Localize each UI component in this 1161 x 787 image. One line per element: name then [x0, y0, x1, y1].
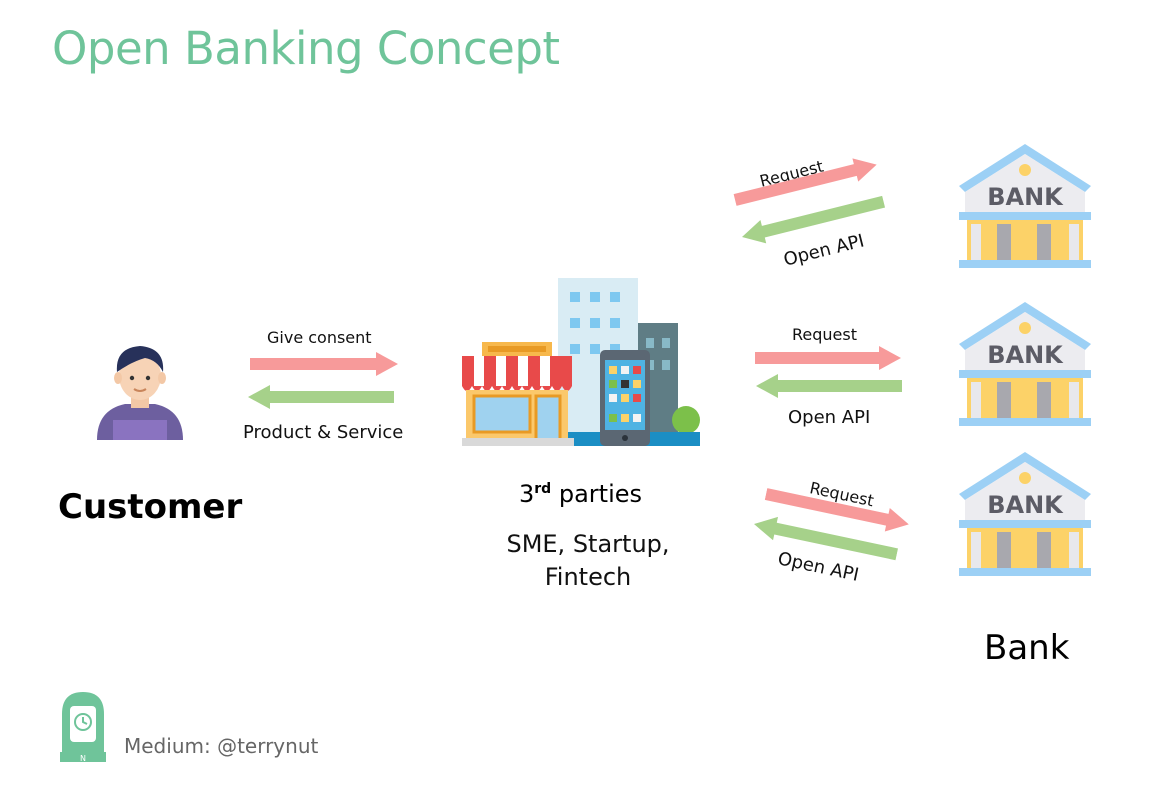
third-party-icon [460, 278, 702, 448]
bank-icon: BANK [957, 142, 1093, 276]
bank-icon: BANK [957, 450, 1093, 584]
page-title: Open Banking Concept [52, 22, 560, 75]
bank1-response-arrow [739, 190, 886, 249]
third-party-label: 3rd parties [519, 480, 642, 508]
third-party-label-main: 3 [519, 480, 535, 508]
bank1-request-arrow [732, 153, 879, 212]
bank3-request-arrow [764, 482, 912, 536]
third-party-line2: Fintech [544, 563, 632, 591]
product-label: Product & Service [243, 422, 404, 443]
bank2-request-arrow [755, 346, 901, 370]
bank-sign: BANK [987, 341, 1064, 369]
bank-sign: BANK [987, 491, 1064, 519]
third-party-label-sup: rd [534, 481, 552, 497]
logo-letter: N [80, 754, 86, 763]
medium-logo-icon: N [58, 690, 108, 764]
bank-sign: BANK [987, 183, 1064, 211]
customer-avatar-icon [95, 340, 185, 440]
bank-label: Bank [984, 628, 1070, 668]
bank2-request-label: Request [792, 325, 857, 344]
bank1-response-label: Open API [781, 230, 867, 271]
bank2-response-arrow [756, 374, 902, 398]
product-arrow [248, 385, 394, 409]
bank2-response-label: Open API [788, 407, 871, 428]
third-party-line1: SME, Startup, [506, 530, 670, 558]
consent-label: Give consent [267, 328, 372, 347]
customer-label: Customer [58, 487, 243, 527]
bank3-response-arrow [752, 512, 900, 566]
third-party-label-rest: parties [551, 480, 643, 508]
bank-icon: BANK [957, 300, 1093, 434]
consent-arrow [250, 352, 398, 376]
credit-text: Medium: @terrynut [124, 734, 319, 758]
